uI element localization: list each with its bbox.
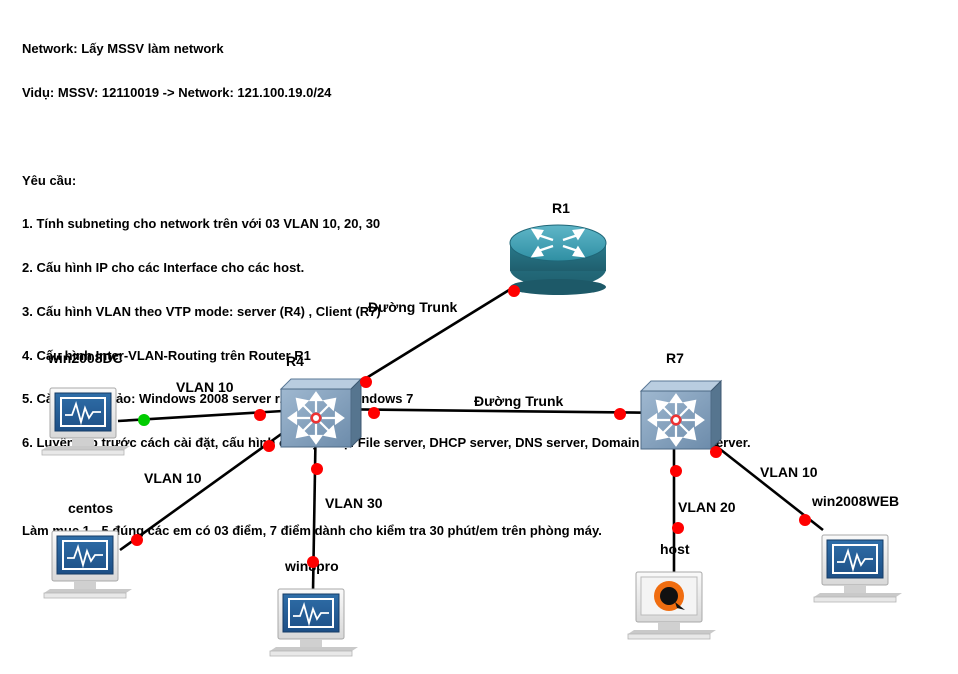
device-label-centos: centos: [68, 500, 113, 516]
computer-icon: [41, 387, 131, 456]
link-label-r7-host: VLAN 20: [678, 499, 736, 515]
port-down-dot: [368, 407, 380, 419]
link-label-r4-r7: Đường Trunk: [474, 393, 564, 409]
multilayer-switch-icon: [639, 379, 723, 451]
port-down-dot: [131, 534, 143, 546]
port-down-dot: [311, 463, 323, 475]
link-label-r4-win2008dc: VLAN 10: [176, 379, 234, 395]
port-down-dot: [254, 409, 266, 421]
header-line: 2. Cấu hình IP cho các Interface cho các…: [22, 260, 305, 276]
header-line: Yêu cầu:: [22, 172, 77, 188]
pc-win8pro[interactable]: win8pro: [269, 558, 359, 657]
computer-icon: [813, 534, 903, 603]
header-line: Network: Lấy MSSV làm network: [22, 41, 224, 57]
header-line: Vidụ: MSSV: 12110019 -> Network: 121.100…: [22, 84, 332, 100]
router-r1[interactable]: R1: [509, 200, 607, 295]
switch-r7[interactable]: R7: [639, 350, 723, 451]
link-label-r4-r1: Đường Trunk: [368, 299, 458, 315]
header-line: 6. Luyện tập trước cách cài đặt, cấu hìn…: [22, 435, 751, 451]
device-label-r4: R4: [286, 353, 304, 369]
port-down-dot: [672, 522, 684, 534]
pc-centos[interactable]: centos: [43, 500, 133, 599]
port-down-dot: [799, 514, 811, 526]
port-down-dot: [670, 465, 682, 477]
assignment-text: Network: Lấy MSSV làm network Vidụ: MSSV…: [22, 13, 751, 553]
switch-r4[interactable]: R4: [279, 353, 363, 449]
link-label-r4-win8pro: VLAN 30: [325, 495, 383, 511]
device-label-r7: R7: [666, 350, 684, 366]
port-down-dot: [263, 440, 275, 452]
device-label-host: host: [660, 541, 690, 557]
port-up-dot: [138, 414, 150, 426]
port-indicators: [131, 285, 811, 568]
port-down-dot: [614, 408, 626, 420]
device-label-win2008dc: win2008DC: [47, 350, 123, 366]
header-line: Làm mục 1 - 5 đúng các em có 03 điểm, 7 …: [22, 522, 602, 538]
port-down-dot: [360, 376, 372, 388]
port-down-dot: [508, 285, 520, 297]
pc-win2008web[interactable]: win2008WEB: [811, 493, 903, 603]
pc-win2008dc[interactable]: win2008DC: [41, 350, 131, 456]
computer-icon: [43, 530, 133, 599]
qemu-host-icon: [627, 571, 716, 640]
pc-host[interactable]: host: [627, 541, 716, 640]
header-line: 4. Cấu hình Inter-VLAN-Routing trên Rout…: [22, 347, 311, 363]
computer-icon: [269, 588, 359, 657]
link-label-r4-centos: VLAN 10: [144, 470, 202, 486]
link-label-r7-win2008web: VLAN 10: [760, 464, 818, 480]
device-label-win2008web: win2008WEB: [811, 493, 899, 509]
device-label-r1: R1: [552, 200, 570, 216]
header-line: 3. Cấu hình VLAN theo VTP mode: server (…: [22, 303, 381, 319]
port-down-dot: [307, 556, 319, 568]
port-down-dot: [710, 446, 722, 458]
multilayer-switch-icon: [279, 377, 363, 449]
router-icon: [509, 224, 607, 295]
header-line: 1. Tính subneting cho network trên với 0…: [22, 216, 381, 232]
